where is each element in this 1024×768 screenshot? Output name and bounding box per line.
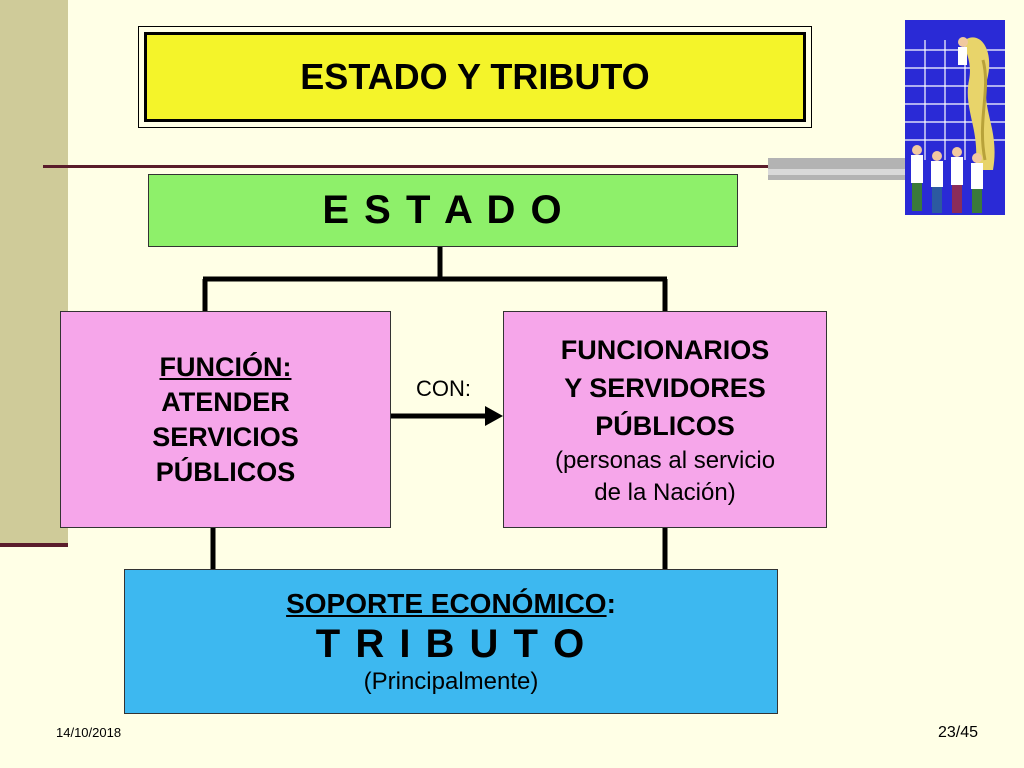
soporte-heading-row: SOPORTE ECONÓMICO:	[286, 587, 616, 621]
funcionarios-line: FUNCIONARIOS	[560, 334, 770, 365]
funcionarios-line: PÚBLICOS	[595, 410, 735, 441]
soporte-colon: :	[606, 587, 616, 619]
funcionarios-box: FUNCIONARIOS Y SERVIDORES PÚBLICOS (pers…	[503, 311, 827, 528]
business-people-graph-clipart-icon	[905, 20, 1005, 215]
left-decor-line	[0, 543, 68, 547]
connector-label: CON:	[416, 376, 471, 401]
funcionarios-subline: (personas al servicio	[554, 446, 776, 474]
slide-title: ESTADO Y TRIBUTO	[144, 32, 806, 122]
page-number: 23/45	[938, 724, 979, 741]
estado-box: E S T A D O	[148, 174, 738, 247]
funcionarios-subline: de la Nación)	[594, 478, 736, 506]
grey-decor-bar-highlight	[768, 169, 908, 175]
funcion-line: SERVICIOS	[152, 421, 299, 452]
funcion-box: FUNCIÓN: ATENDER SERVICIOS PÚBLICOS	[60, 311, 391, 528]
funcion-line: ATENDER	[161, 386, 290, 417]
left-decor-band	[0, 0, 68, 545]
arrow-right-icon	[485, 406, 503, 426]
soporte-note: (Principalmente)	[363, 667, 539, 695]
horizontal-rule	[43, 165, 913, 168]
footer-date: 14/10/2018	[56, 725, 122, 740]
title-frame: ESTADO Y TRIBUTO	[138, 26, 812, 128]
tributo-label: T R I B U T O	[315, 621, 587, 666]
funcionarios-line: Y SERVIDORES	[564, 372, 766, 403]
funcion-line: PÚBLICOS	[155, 456, 296, 487]
funcion-heading: FUNCIÓN:	[159, 351, 292, 382]
soporte-heading: SOPORTE ECONÓMICO	[286, 587, 607, 619]
soporte-box: SOPORTE ECONÓMICO: T R I B U T O (Princi…	[124, 569, 778, 714]
